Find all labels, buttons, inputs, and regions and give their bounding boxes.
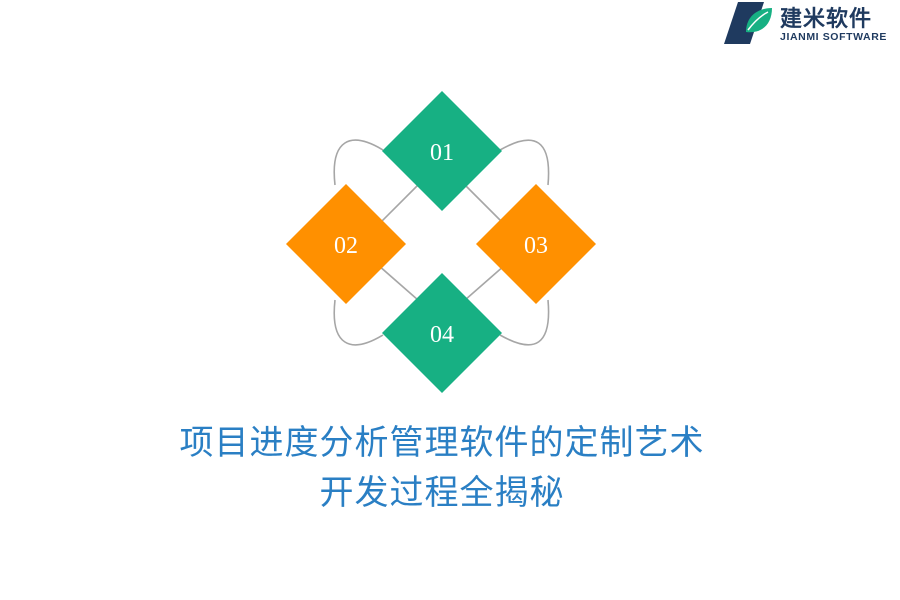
connector-rings <box>333 139 550 346</box>
diamond-04: 04 <box>382 273 502 393</box>
brand-name-en: JIANMI SOFTWARE <box>780 31 888 43</box>
page-title: 项目进度分析管理软件的定制艺术 开发过程全揭秘 <box>0 418 884 518</box>
diamond-03: 03 <box>476 184 596 304</box>
diamond-02-label: 02 <box>334 233 358 259</box>
diamond-01-label: 01 <box>430 140 454 166</box>
brand-logo: 建米软件 JIANMI SOFTWARE <box>724 0 900 48</box>
diamond-03-label: 03 <box>524 233 548 259</box>
title-line-1: 项目进度分析管理软件的定制艺术 <box>179 423 705 463</box>
title-line-2: 开发过程全揭秘 <box>319 473 565 513</box>
jianmi-leaf-logo-icon <box>724 2 772 44</box>
diamond-04-label: 04 <box>430 322 454 348</box>
brand-name-cn: 建米软件 <box>780 7 873 32</box>
diamond-01: 01 <box>382 91 502 211</box>
diamond-02: 02 <box>286 184 406 304</box>
